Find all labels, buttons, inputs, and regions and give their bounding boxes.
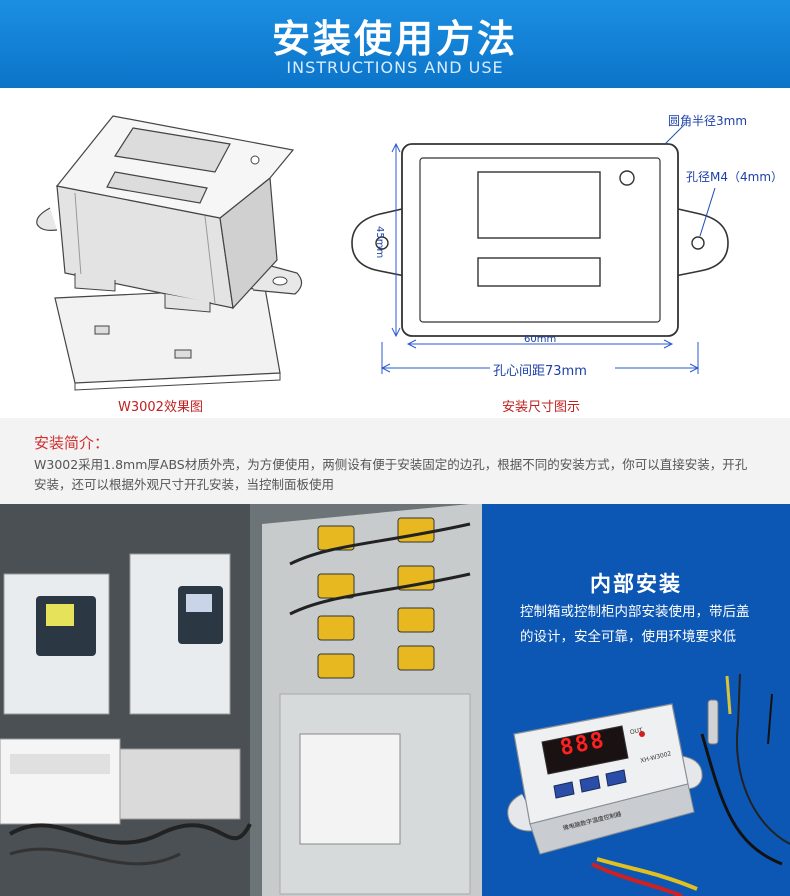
page-subtitle: INSTRUCTIONS AND USE [286,58,504,77]
intro-text: W3002采用1.8mm厚ABS材质外壳，为方便使用，两侧设有便于安装固定的边孔… [34,457,748,492]
thermostat-device-illustration [507,673,790,896]
isometric-caption: W3002效果图 [118,400,203,415]
panel-text: 控制箱或控制柜内部安装使用，带后盖的设计，安全可靠，使用环境要求低 [520,604,750,645]
corner-radius-label: 圆角半径3mm [668,114,748,128]
panel-title: 内部安装 [590,572,682,596]
width-dimension-label: 60mm [524,334,557,345]
height-dimension-label: 45mm [374,226,385,259]
hole-spacing-label: 孔心间距73mm [493,364,587,379]
intro-heading: 安装简介： [34,434,110,452]
internal-install-panel: 内部安装 控制箱或控制柜内部安装使用，带后盖的设计，安全可靠，使用环境要求低 8… [482,504,790,896]
page-title: 安装使用方法 [271,17,518,61]
cabinet-photo [0,504,482,896]
isometric-drawing [36,115,303,391]
header-banner: 安装使用方法 INSTRUCTIONS AND USE [0,0,790,88]
drawings-section: W3002效果图 圆角半径3mm 孔径M4（4mm） 45mm 60mm [0,88,790,418]
intro-section: 安装简介： W3002采用1.8mm厚ABS材质外壳，为方便使用，两侧设有便于安… [0,418,790,504]
cabinet-illustration [0,504,482,896]
hole-diameter-label: 孔径M4（4mm） [686,170,784,184]
dimension-drawing [351,123,729,374]
dimension-caption: 安装尺寸图示 [502,400,581,415]
